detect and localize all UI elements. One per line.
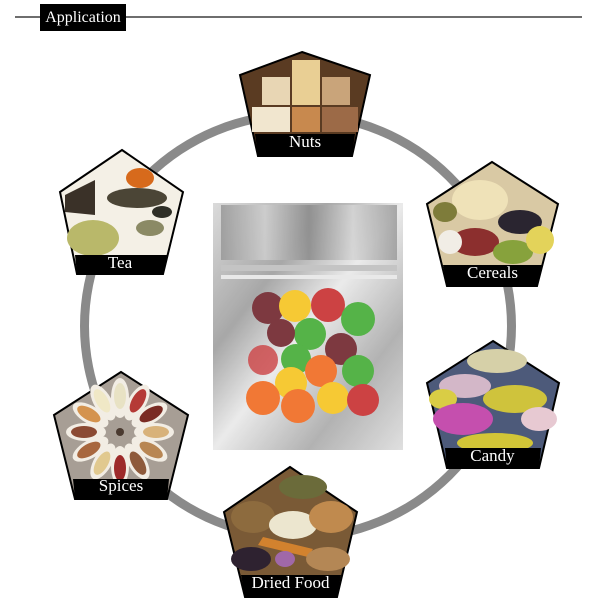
category-label: Candy [470,446,515,465]
category-label: Spices [98,476,144,495]
category-label: Nuts [288,132,322,151]
category-dried-food: Dried Food [222,465,359,598]
category-label: Cereals [467,263,518,282]
category-label: Dried Food [251,573,330,592]
category-nuts: Nuts [238,50,372,158]
header-divider-line [15,16,582,18]
category-tea: Tea [55,148,185,275]
category-cereals: Cereals [425,160,560,287]
category-label: Tea [107,253,133,272]
section-title: Application [40,4,126,31]
category-candy: Candy [425,339,561,469]
center-product-pouch [213,203,403,450]
category-spices: Spices [52,370,190,500]
